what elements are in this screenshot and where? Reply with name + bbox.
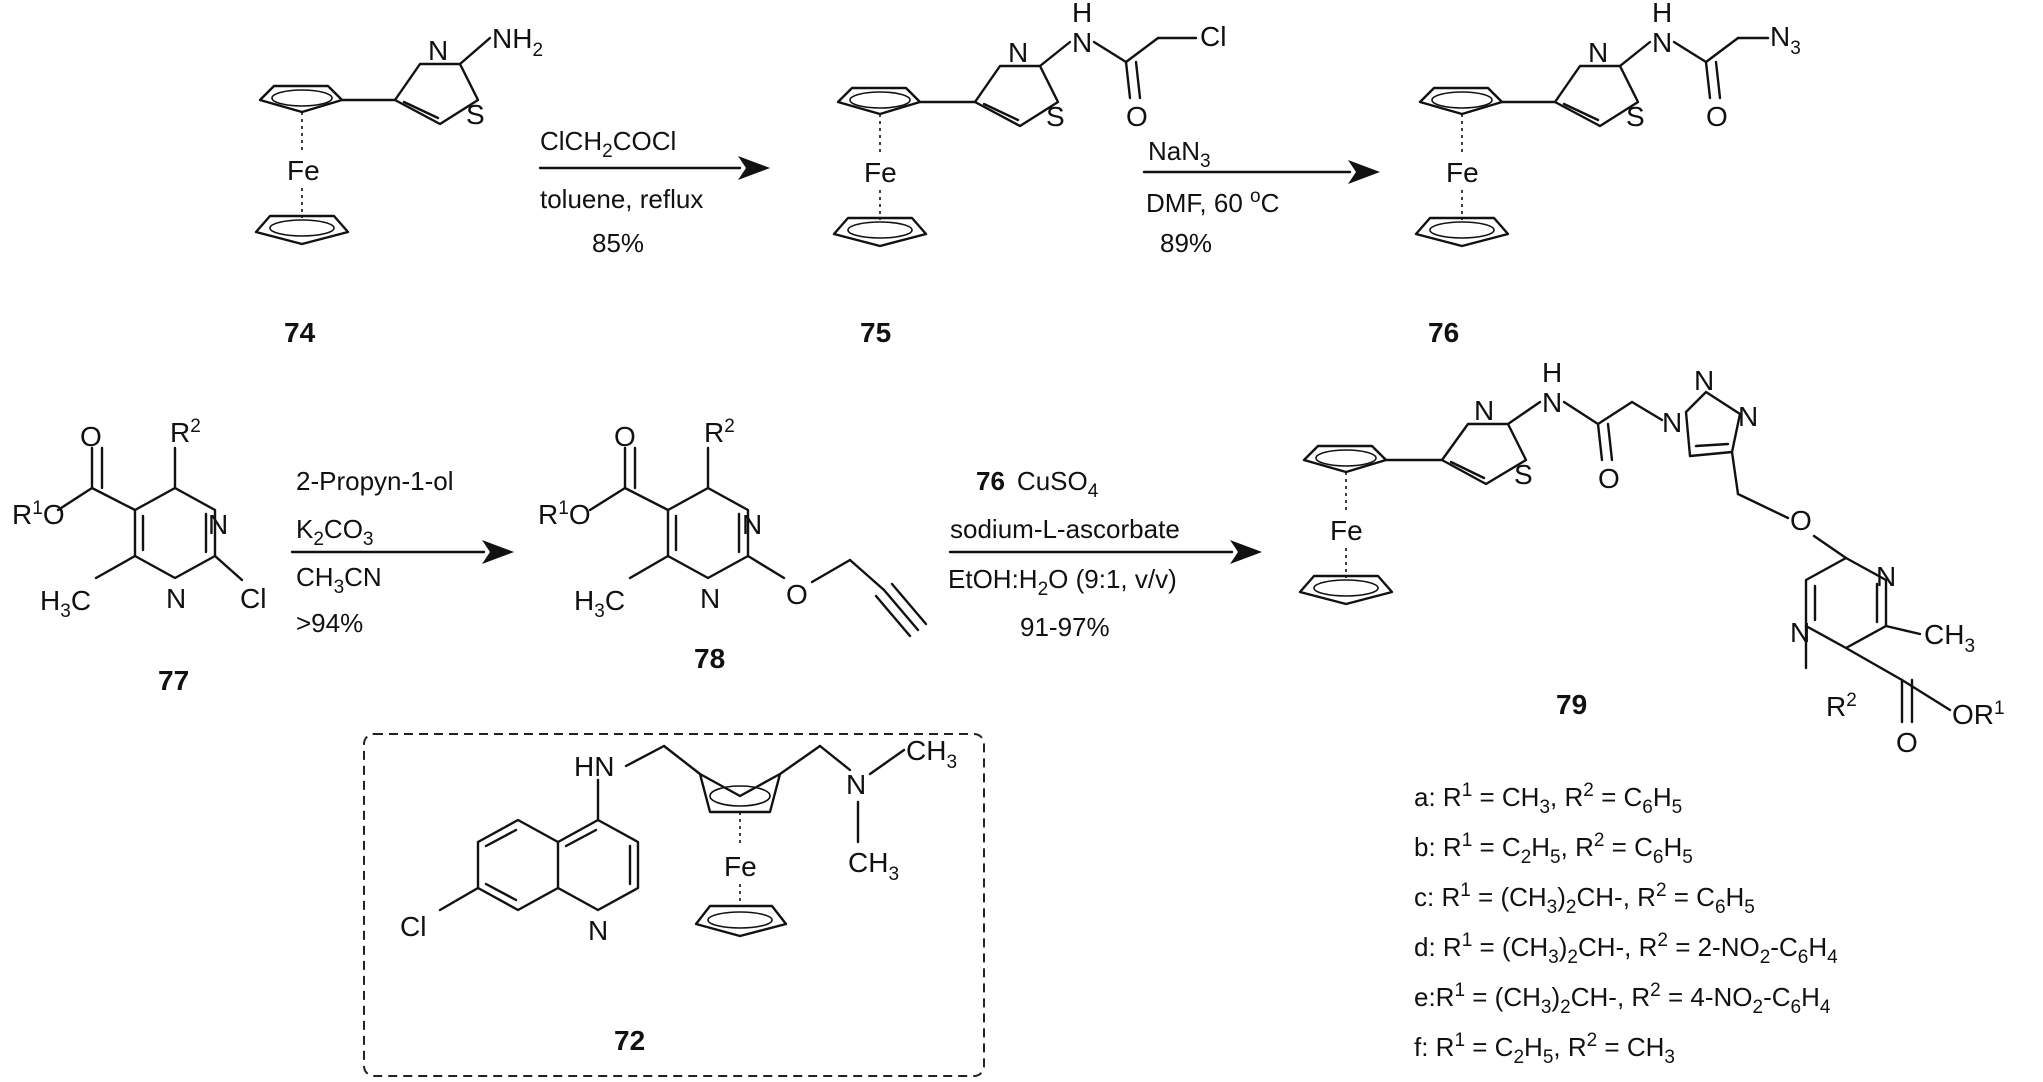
atom-cl: Cl <box>1200 21 1226 52</box>
legend-c: c: R1 = (CH3)2CH-, R2 = C6H5 <box>1414 880 1755 918</box>
atom-cl: Cl <box>240 583 266 614</box>
atom-ch3: CH3 <box>906 735 957 773</box>
label-74: 74 <box>284 317 316 348</box>
atom-n: N <box>1474 395 1494 426</box>
label-77: 77 <box>158 665 189 696</box>
atom-h: H <box>1652 0 1672 28</box>
atom-o: O <box>1126 101 1148 132</box>
atom-r1o: R1O <box>12 498 65 530</box>
atom-s: S <box>466 99 485 130</box>
legend-b: b: R1 = C2H5, R2 = C6H5 <box>1414 830 1693 868</box>
step1-solvent: toluene, reflux <box>540 184 703 214</box>
atom-hn: HN <box>574 751 614 782</box>
atom-o: O <box>1790 505 1812 536</box>
atom-n3: N3 <box>1770 21 1801 59</box>
legend-e: e:R1 = (CH3)2CH-, R2 = 4-NO2-C6H4 <box>1414 980 1831 1018</box>
atom-nh2: NH2 <box>492 23 543 61</box>
label-72: 72 <box>614 1025 645 1056</box>
atom-n: N <box>1588 37 1608 68</box>
compound-78: O R1O R2 N N H3C O <box>538 416 928 638</box>
atom-cl: Cl <box>400 911 426 942</box>
atom-o: O <box>786 579 808 610</box>
step4-solvent: EtOH:H2O (9:1, v/v) <box>948 564 1177 600</box>
reference-compound-box <box>363 733 985 1077</box>
atom-h: H <box>1542 357 1562 388</box>
atom-r2: R2 <box>704 416 735 448</box>
step3-reagent1: 2-Propyn-1-ol <box>296 466 454 496</box>
atom-r1o: R1O <box>538 498 591 530</box>
atom-fe: Fe <box>864 157 897 188</box>
atom-n: N <box>1008 37 1028 68</box>
atom-n: N <box>742 509 762 540</box>
legend-d: d: R1 = (CH3)2CH-, R2 = 2-NO2-C6H4 <box>1414 930 1838 968</box>
compound-74: N S NH2 Fe <box>254 23 543 246</box>
step3-solvent: CH3CN <box>296 562 382 598</box>
arrow-step-2 <box>1142 160 1380 184</box>
step1-yield: 85% <box>592 228 644 258</box>
atom-h3c: H3C <box>574 585 625 622</box>
atom-n: N <box>1072 27 1092 58</box>
legend-f: f: R1 = C2H5, R2 = CH3 <box>1414 1030 1675 1068</box>
compound-79: N S N H O N N N O N N CH3 R2 O OR1 Fe <box>1298 357 2005 758</box>
atom-n: N <box>1652 27 1672 58</box>
step4-reagent2: sodium-L-ascorbate <box>950 514 1180 544</box>
atom-n: N <box>166 583 186 614</box>
arrow-step-1 <box>538 156 770 180</box>
label-75: 75 <box>860 317 891 348</box>
atom-s: S <box>1514 459 1533 490</box>
label-79: 79 <box>1556 689 1587 720</box>
compound-77: O R1O R2 N N H3C Cl <box>12 416 266 622</box>
label-78: 78 <box>694 643 725 674</box>
atom-n: N <box>1738 401 1758 432</box>
atom-o: O <box>1598 463 1620 494</box>
atom-n: N <box>1662 407 1682 438</box>
compound-76: N S N H O N3 Fe <box>1414 0 1801 248</box>
atom-r2: R2 <box>170 416 201 448</box>
atom-h3c: H3C <box>40 585 91 622</box>
legend-a: a: R1 = CH3, R2 = C6H5 <box>1414 780 1682 818</box>
step4-yield: 91-97% <box>1020 612 1110 642</box>
step2-reagent: NaN3 <box>1148 136 1211 172</box>
arrow-step-3 <box>290 540 514 564</box>
atom-o: O <box>614 421 636 452</box>
atom-o: O <box>80 421 102 452</box>
atom-fe: Fe <box>287 155 320 186</box>
atom-n: N <box>846 769 866 800</box>
atom-o: O <box>1706 101 1728 132</box>
atom-ch3: CH3 <box>1924 619 1975 657</box>
atom-fe: Fe <box>1446 157 1479 188</box>
atom-s: S <box>1046 101 1065 132</box>
atom-fe: Fe <box>1330 515 1363 546</box>
atom-n: N <box>428 35 448 66</box>
atom-h: H <box>1072 0 1092 28</box>
compound-72: N Cl HN N CH3 CH3 Fe <box>400 735 957 946</box>
atom-n: N <box>588 915 608 946</box>
atom-n: N <box>1694 365 1714 396</box>
atom-o: O <box>1896 727 1918 758</box>
arrow-step-4 <box>948 540 1262 564</box>
atom-or1: OR1 <box>1952 698 2005 730</box>
atom-n: N <box>700 583 720 614</box>
atom-r2: R2 <box>1826 690 1857 722</box>
step3-yield: >94% <box>296 608 363 638</box>
atom-fe: Fe <box>724 851 757 882</box>
atom-ch3: CH3 <box>848 847 899 885</box>
substituent-legend: a: R1 = CH3, R2 = C6H5 b: R1 = C2H5, R2 … <box>1414 780 1838 1068</box>
label-76: 76 <box>1428 317 1459 348</box>
atom-n: N <box>208 509 228 540</box>
step3-reagent2: K2CO3 <box>296 514 374 550</box>
atom-n: N <box>1542 387 1562 418</box>
atom-n: N <box>1876 561 1896 592</box>
step2-conditions: DMF, 60 oC <box>1146 186 1279 218</box>
compound-75: N S N H O Cl Fe <box>832 0 1226 248</box>
atom-s: S <box>1626 101 1645 132</box>
step1-reagent: ClCH2COCl <box>540 126 676 162</box>
step2-yield: 89% <box>1160 228 1212 258</box>
